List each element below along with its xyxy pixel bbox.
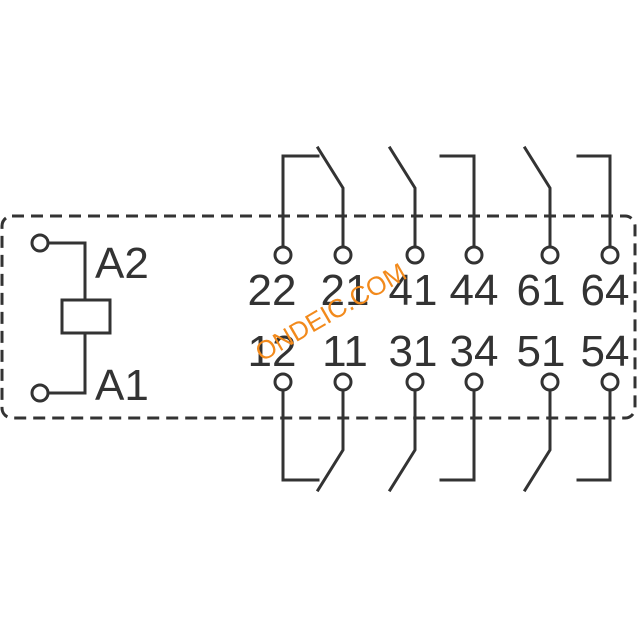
coil-terminal-a2 [30, 233, 50, 253]
bottom-row-labels: 12 11 31 34 51 54 [248, 327, 630, 376]
terminal-54 [600, 372, 620, 392]
top-terminals [273, 245, 620, 265]
contact-51-switch [522, 388, 552, 493]
label-61: 61 [517, 266, 566, 315]
coil-label-a1: A1 [95, 361, 149, 410]
label-34: 34 [450, 327, 499, 376]
terminal-44 [464, 245, 484, 265]
terminal-34 [464, 372, 484, 392]
terminal-51 [540, 372, 560, 392]
label-21: 21 [321, 266, 370, 315]
label-22: 22 [248, 266, 297, 315]
contact-54-bracket [576, 388, 612, 482]
coil-wire-bottom [46, 331, 87, 395]
label-44: 44 [450, 266, 499, 315]
top-row-labels: 22 21 41 44 61 64 [248, 266, 630, 315]
label-11: 11 [322, 327, 368, 376]
coil-section: A2 A1 [30, 233, 149, 410]
label-41: 41 [389, 266, 438, 315]
terminal-31 [405, 372, 425, 392]
contact-64-bracket [576, 154, 612, 249]
lower-contacts-wiring [281, 388, 612, 493]
upper-contacts-wiring [281, 145, 612, 249]
terminal-12 [273, 372, 293, 392]
label-31: 31 [389, 327, 438, 376]
coil-symbol [60, 298, 112, 335]
terminal-64 [600, 245, 620, 265]
contact-22-21-switch [281, 145, 345, 249]
coil-wire-top [46, 241, 87, 302]
contact-41-switch [387, 145, 417, 249]
contact-61-switch [522, 145, 552, 249]
terminal-22 [273, 245, 293, 265]
contact-12-11-switch [281, 388, 345, 493]
terminal-61 [540, 245, 560, 265]
contact-44-bracket [439, 154, 476, 249]
label-64: 64 [581, 266, 630, 315]
terminal-21 [333, 245, 353, 265]
terminal-11 [333, 372, 353, 392]
relay-housing-outline [0, 214, 637, 420]
label-12: 12 [248, 327, 297, 376]
coil-label-a2: A2 [95, 239, 149, 288]
terminal-41 [405, 245, 425, 265]
contact-31-switch [387, 388, 417, 493]
bottom-terminals [273, 372, 620, 392]
coil-terminal-a1 [30, 383, 50, 403]
label-51: 51 [517, 327, 566, 376]
label-54: 54 [581, 327, 630, 376]
contact-34-bracket [439, 388, 476, 482]
